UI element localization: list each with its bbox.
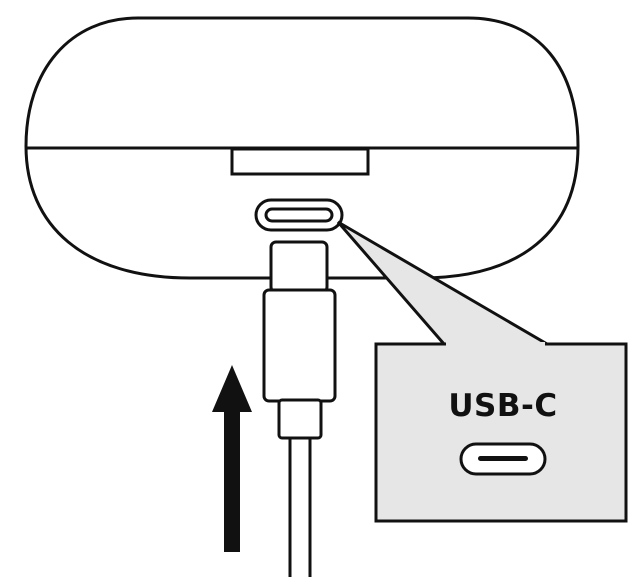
case-hinge-notch: [230, 147, 370, 176]
usb-c-connector-icon: [459, 442, 547, 476]
usb-c-port-icon: [254, 198, 344, 232]
usb-c-label: USB-C: [448, 388, 558, 424]
callout-box: [374, 342, 628, 523]
cable-icon: [288, 437, 312, 577]
up-arrow-icon: [212, 365, 252, 552]
charging-case-icon: [24, 16, 580, 280]
plug-housing: [262, 288, 337, 403]
plug-tip: [269, 240, 329, 294]
plug-strain-relief: [277, 398, 323, 440]
usb-c-plug-icon: [262, 240, 337, 440]
